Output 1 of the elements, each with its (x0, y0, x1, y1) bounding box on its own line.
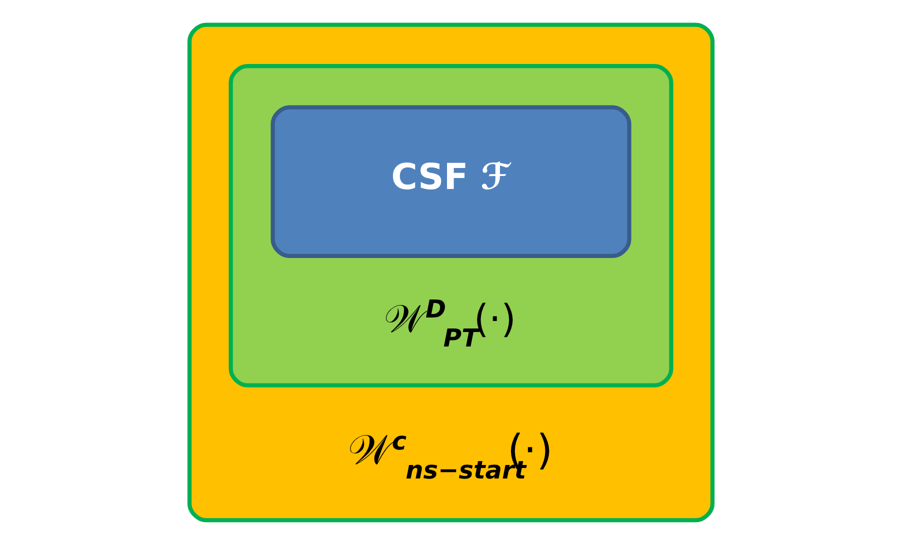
node-box: CSF ℱ (270, 105, 631, 258)
